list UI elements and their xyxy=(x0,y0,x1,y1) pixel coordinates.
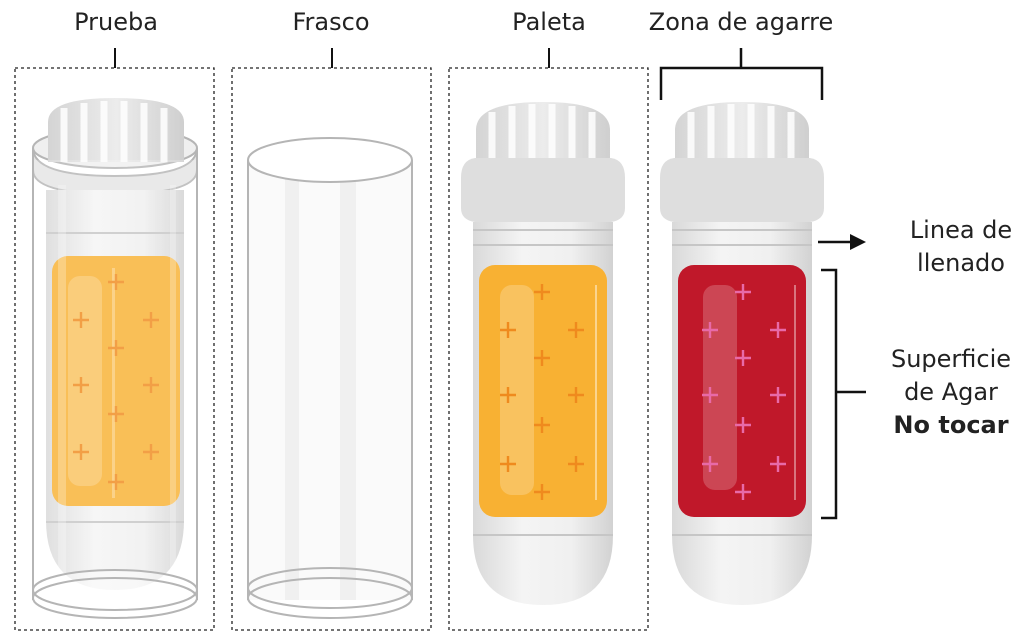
paleta-plus-marks xyxy=(500,284,584,500)
grip-zone-bracket xyxy=(659,48,824,100)
agar-surface-bracket xyxy=(821,268,866,520)
label-prueba: Prueba xyxy=(74,8,158,36)
fill-line-label-line1: Linea de xyxy=(909,216,1013,244)
label-ticks xyxy=(114,48,550,68)
paleta-box xyxy=(448,67,649,631)
frasco-vial xyxy=(247,137,413,619)
agar-surface-line2: de Agar xyxy=(904,378,998,406)
fill-line-label-line2: llenado xyxy=(917,249,1005,277)
prueba-box xyxy=(14,67,215,631)
prueba-plus-marks xyxy=(73,274,159,490)
red-plus-marks xyxy=(702,284,786,500)
label-frasco: Frasco xyxy=(292,8,370,36)
prueba-assembly xyxy=(32,98,198,619)
paleta-paddle xyxy=(461,102,625,605)
label-zona-agarre: Zona de agarre xyxy=(648,8,834,36)
red-agar xyxy=(678,265,806,517)
paleta-agar xyxy=(479,265,607,517)
prueba-agar xyxy=(52,256,180,506)
frasco-box xyxy=(231,67,432,631)
fill-line-label: Linea de llenado xyxy=(898,214,1024,280)
annotated-paddle xyxy=(660,102,824,605)
label-paleta: Paleta xyxy=(512,8,586,36)
no-touch-warning: No tocar xyxy=(893,411,1009,439)
agar-surface-label: Superficie de Agar No tocar xyxy=(878,343,1024,442)
fill-line-arrow xyxy=(818,234,866,250)
dashed-boxes xyxy=(14,67,649,631)
agar-surface-line1: Superficie xyxy=(890,345,1012,373)
